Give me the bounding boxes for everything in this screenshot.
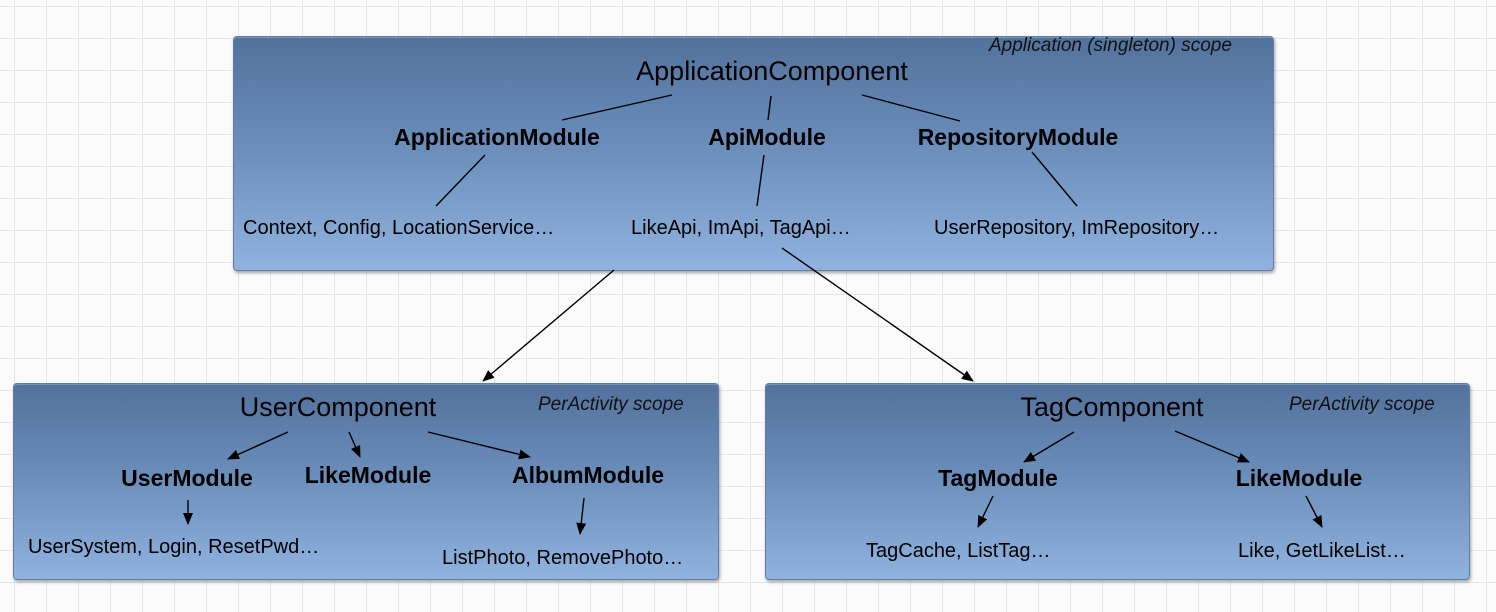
edge-application-module-to-items <box>435 154 486 207</box>
edge-user-to-user-module <box>227 431 289 460</box>
tag-scope-label: PerActivity scope <box>1289 394 1435 415</box>
edge-user-to-like-module <box>348 431 361 458</box>
edge-tag-to-tag-module <box>1023 431 1075 463</box>
edge-tag-module-to-items <box>977 495 994 528</box>
edge-app-to-tag-component <box>781 247 974 382</box>
edge-app-to-api-module <box>767 95 772 121</box>
api-module: ApiModule <box>708 124 826 150</box>
application-scope-label: Application (singleton) scope <box>989 35 1232 56</box>
api-module-items: LikeApi, ImApi, TagApi… <box>631 217 851 239</box>
repository-module-items: UserRepository, ImRepository… <box>934 217 1220 239</box>
edge-app-to-user-component <box>482 269 615 382</box>
repository-module: RepositoryModule <box>917 124 1119 150</box>
user-module-items: UserSystem, Login, ResetPwd… <box>28 536 320 558</box>
tag-component-title: TagComponent <box>1020 392 1204 422</box>
edge-repository-module-to-items <box>1031 151 1078 207</box>
user-like-module: LikeModule <box>304 462 432 488</box>
user-component-box <box>13 383 719 580</box>
application-module-items: Context, Config, LocationService… <box>243 217 555 239</box>
application-module: ApplicationModule <box>394 124 600 150</box>
user-component-title: UserComponent <box>239 392 437 422</box>
edge-album-module-to-items <box>576 497 587 535</box>
edge-app-to-repository-module <box>861 94 961 122</box>
user-module: UserModule <box>121 465 253 491</box>
tag-component-box <box>765 383 1470 580</box>
edge-tag-to-like-module <box>1174 430 1250 463</box>
album-module-items: ListPhoto, RemovePhoto… <box>442 547 684 569</box>
edge-app-to-application-module <box>561 94 673 121</box>
user-scope-label: PerActivity scope <box>538 394 684 415</box>
edge-api-module-to-items <box>756 154 765 207</box>
album-module: AlbumModule <box>511 462 665 488</box>
tag-module: TagModule <box>938 465 1058 491</box>
application-component-title: ApplicationComponent <box>636 56 908 86</box>
tag-like-module-items: Like, GetLikeList… <box>1238 540 1406 562</box>
edge-like-module-to-items <box>1305 495 1323 528</box>
tag-like-module: LikeModule <box>1235 465 1363 491</box>
application-component-box <box>233 36 1274 271</box>
edge-user-to-album-module <box>427 431 531 460</box>
tag-module-items: TagCache, ListTag… <box>866 540 1051 562</box>
